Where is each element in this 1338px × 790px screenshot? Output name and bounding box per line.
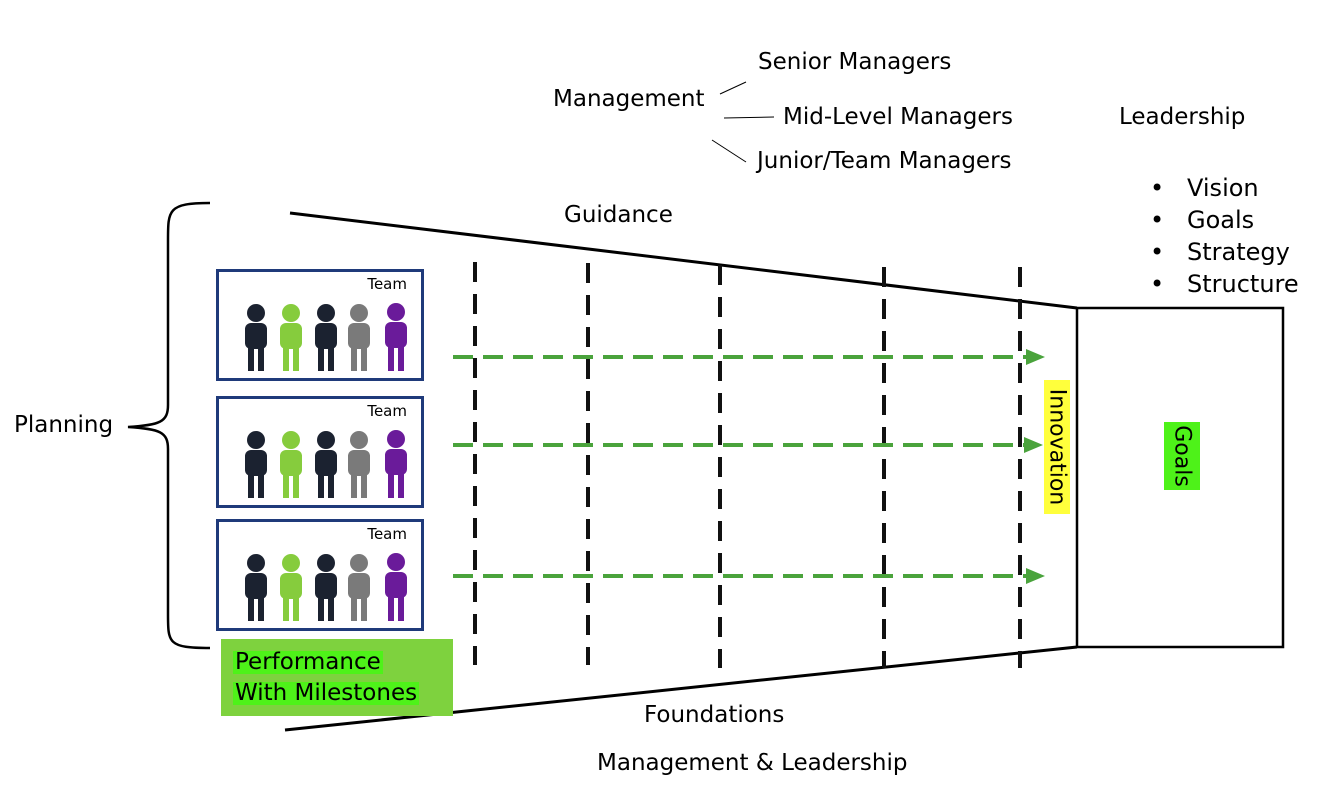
person-icon (280, 554, 302, 621)
planning-label: Planning (14, 412, 114, 438)
team-members (245, 553, 407, 621)
leadership-item-strategy: Strategy (1150, 236, 1299, 268)
person-icon (348, 431, 370, 498)
management-label: Management (553, 86, 705, 112)
leadership-label: Leadership (1119, 104, 1246, 130)
leadership-item-vision: Vision (1150, 172, 1299, 204)
funnel-top-edge (289, 211, 1078, 310)
team-box-2: Team (216, 396, 424, 508)
team-arrow-3 (453, 568, 1045, 584)
team-arrow-2 (453, 437, 1043, 453)
foundations-label: Foundations (644, 702, 785, 728)
connector-junior (711, 139, 747, 163)
performance-label: Performance (233, 649, 383, 675)
person-icon (315, 554, 337, 621)
person-icon (348, 304, 370, 371)
milestones-label: With Milestones (233, 680, 420, 706)
senior-managers-label: Senior Managers (758, 49, 952, 75)
person-icon (385, 303, 407, 371)
person-icon (348, 554, 370, 621)
junior-team-managers-label: Junior/Team Managers (757, 148, 1012, 174)
goals-label: Goals (1169, 425, 1195, 487)
goals-label-box: Goals (1164, 422, 1200, 490)
team-label: Team (367, 402, 407, 420)
team-arrow-1 (453, 349, 1045, 365)
innovation-label: Innovation (1044, 388, 1070, 506)
guidance-label: Guidance (564, 202, 673, 228)
planning-brace (127, 201, 211, 650)
leadership-item-goals: Goals (1150, 204, 1299, 236)
person-icon (280, 304, 302, 371)
team-label: Team (367, 525, 407, 543)
team-box-3: Team (216, 519, 424, 631)
team-members (245, 430, 407, 498)
person-icon (245, 554, 267, 621)
team-label: Team (367, 275, 407, 293)
person-icon (245, 431, 267, 498)
performance-milestones-box: Performance With Milestones (221, 639, 453, 716)
leadership-list: Vision Goals Strategy Structure (1150, 172, 1299, 300)
person-icon (385, 430, 407, 498)
connector-mid (723, 116, 775, 119)
mid-level-managers-label: Mid-Level Managers (783, 104, 1013, 130)
person-icon (245, 304, 267, 371)
team-members (245, 303, 407, 371)
team-box-1: Team (216, 269, 424, 381)
funnel-bottom-edge (284, 645, 1078, 732)
footer-label: Management & Leadership (597, 750, 908, 776)
connector-senior (719, 81, 747, 95)
innovation-label-box: Innovation (1044, 380, 1070, 514)
person-icon (280, 431, 302, 498)
person-icon (315, 431, 337, 498)
person-icon (315, 304, 337, 371)
person-icon (385, 553, 407, 621)
leadership-item-structure: Structure (1150, 268, 1299, 300)
